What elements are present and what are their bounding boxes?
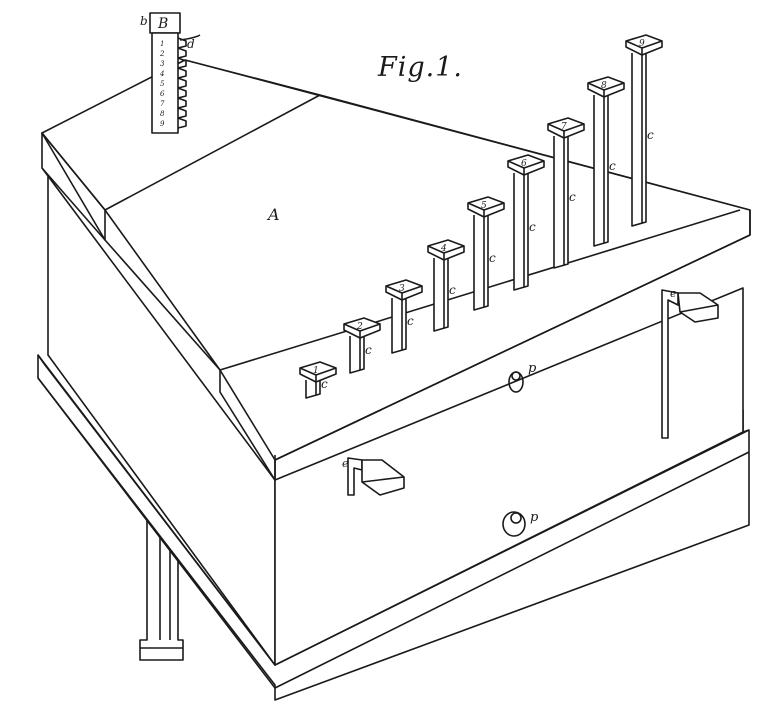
side-lever-right	[661, 289, 719, 439]
key-c-label-5: c	[489, 251, 496, 265]
key-8	[587, 76, 625, 247]
stack-column: 1 2 3 4 5 6 7 8 9	[149, 12, 201, 134]
key-9	[625, 34, 663, 227]
key-2	[343, 317, 381, 374]
key-row	[299, 34, 663, 399]
key-c-label-4: c	[449, 283, 456, 297]
key-4	[427, 239, 465, 332]
key-number-6: 6	[521, 159, 527, 169]
key-c-label-6: c	[529, 220, 536, 234]
stack-mark: 8	[160, 110, 165, 118]
figure-title: Fig.1.	[378, 52, 463, 83]
drawer-pull-lower	[502, 511, 526, 537]
label-b: B	[157, 16, 168, 32]
key-number-2: 2	[356, 322, 363, 332]
machine-leg	[139, 520, 184, 661]
stack-step	[177, 97, 187, 109]
stack-step	[177, 107, 187, 119]
label-d: d	[187, 37, 195, 51]
key-number-5: 5	[481, 201, 487, 211]
label-e-left: e	[342, 457, 349, 470]
stack-step	[177, 67, 187, 79]
key-number-9: 9	[639, 39, 645, 49]
key-c-label-8: c	[609, 159, 616, 173]
key-number-7: 7	[561, 122, 567, 132]
stack-mark: 2	[159, 50, 165, 58]
key-number-8: 8	[601, 81, 607, 91]
key-c-label-7: c	[569, 190, 576, 204]
stack-mark: 1	[160, 40, 164, 48]
stack-mark: 6	[160, 90, 165, 98]
machine-top	[41, 59, 751, 481]
label-e-right: e	[670, 287, 677, 300]
key-c-label-9: c	[647, 128, 654, 142]
stack-step	[177, 47, 187, 59]
key-c-label-1: c	[321, 377, 328, 391]
label-a: A	[266, 205, 280, 224]
stack-mark: 3	[160, 60, 165, 68]
key-7	[547, 117, 585, 269]
key-5	[467, 196, 505, 311]
key-3	[385, 279, 423, 354]
side-lever-left	[347, 457, 405, 496]
key-number-3: 3	[399, 284, 405, 294]
key-1	[299, 361, 337, 399]
stack-step	[177, 117, 187, 129]
key-c-label-2: c	[365, 343, 372, 357]
key-number-4: 4	[440, 244, 447, 254]
key-c-label-3: c	[407, 314, 414, 328]
stack-step	[177, 57, 187, 69]
stack-step	[177, 87, 187, 99]
key-number-1: 1	[313, 366, 319, 376]
stack-mark: 4	[159, 70, 164, 78]
label-p-lower: p	[530, 510, 539, 525]
key-6	[507, 154, 545, 291]
label-b-small: b	[140, 14, 148, 28]
stack-step	[177, 77, 187, 89]
stack-mark: 5	[160, 80, 165, 88]
stack-mark: 7	[160, 100, 165, 108]
stack-mark: 9	[160, 120, 165, 128]
drawer-pull-upper	[508, 371, 524, 393]
machine-body	[47, 167, 744, 666]
label-p-upper: p	[528, 361, 537, 376]
